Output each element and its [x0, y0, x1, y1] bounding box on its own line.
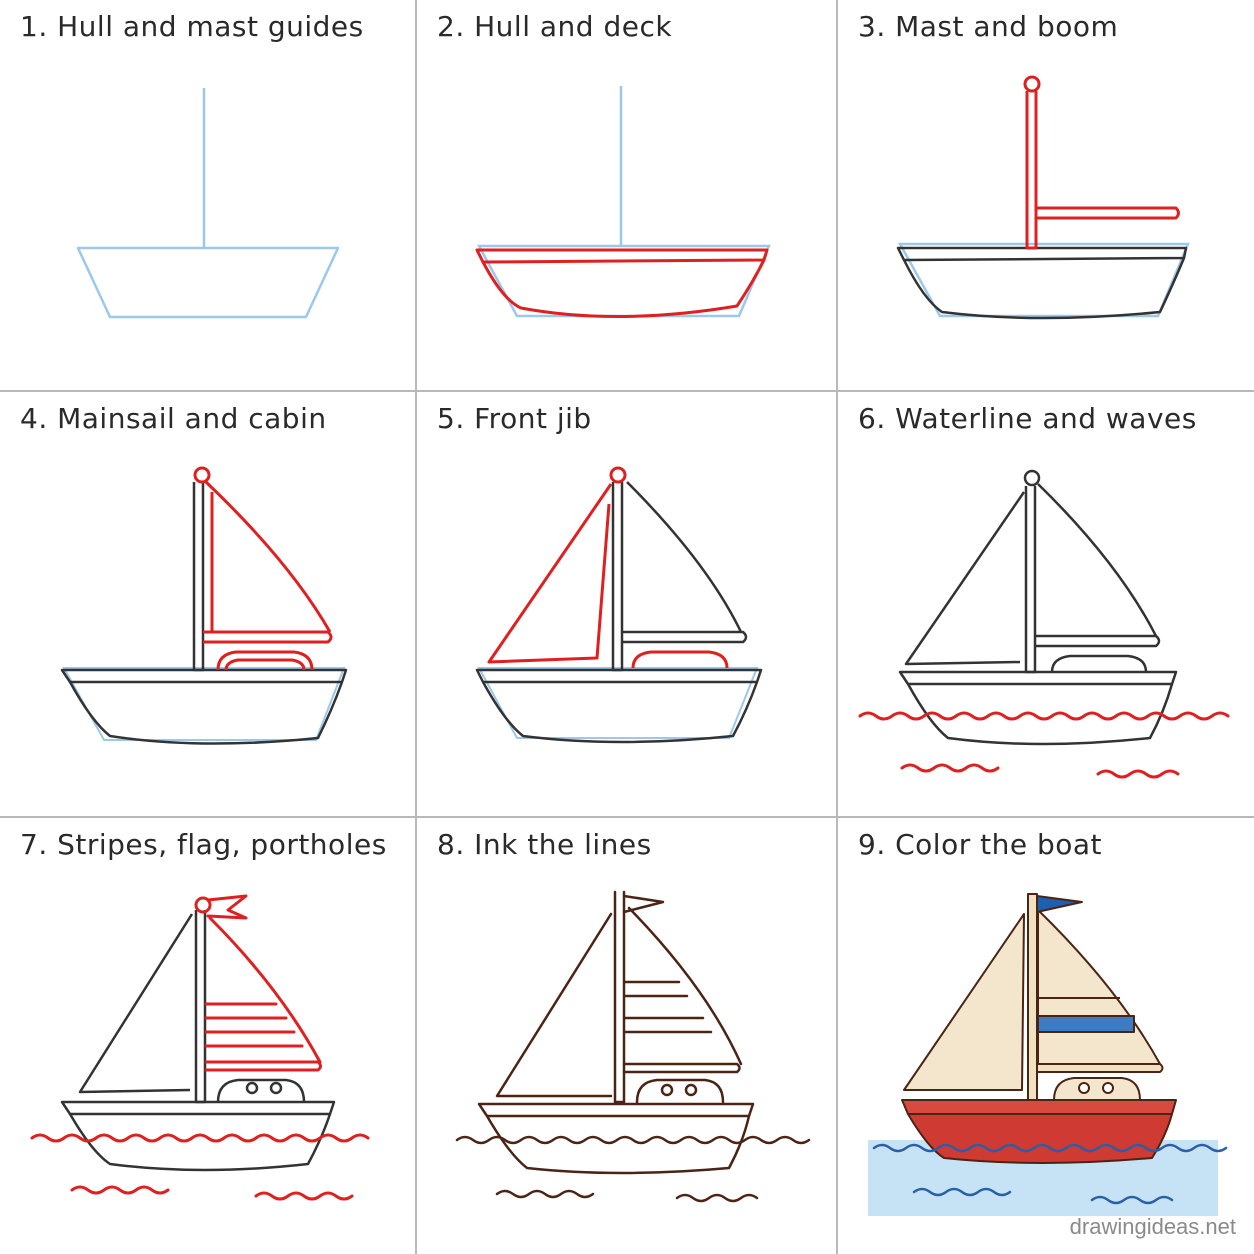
step-9-drawing: [868, 893, 1228, 1216]
porthole: [1078, 1082, 1090, 1094]
step-title: 4. Mainsail and cabin: [20, 402, 327, 435]
step-panel-6: 6. Waterline and waves: [838, 392, 1254, 816]
step-title: 5. Front jib: [437, 402, 592, 435]
step-panel-9: 9. Color the boat: [838, 818, 1254, 1254]
mast-top-knob: [194, 896, 212, 914]
mainsail-edge: [208, 916, 322, 1064]
step-panel-5: 5. Front jib: [417, 392, 836, 816]
cabin-outline: [631, 650, 729, 669]
waterline-wave: [30, 1133, 370, 1143]
cabin-outline: [216, 650, 314, 671]
step-title: 8. Ink the lines: [437, 828, 652, 861]
wave-right: [675, 1193, 759, 1203]
cabin-outline: [635, 1078, 725, 1104]
step-panel-2: 2. Hull and deck: [417, 0, 836, 390]
sail-stripe-blue: [1037, 1015, 1135, 1033]
mast-outline: [613, 890, 626, 1104]
step-5-drawing: [475, 466, 763, 744]
wave-left: [70, 1185, 170, 1195]
step-title: 3. Mast and boom: [858, 10, 1119, 43]
wave-left: [495, 1189, 595, 1199]
hull-outline: [481, 258, 766, 319]
cabin-outline: [216, 1078, 306, 1103]
hull: [907, 1113, 1173, 1164]
grid-divider-vertical-1: [415, 0, 417, 1254]
wave-left: [912, 1187, 1012, 1197]
step-title: 6. Waterline and waves: [858, 402, 1197, 435]
step-6-drawing: [858, 469, 1230, 779]
mast-top-knob: [609, 466, 627, 484]
boom: [1036, 1063, 1164, 1073]
step-panel-3: 3. Mast and boom: [838, 0, 1254, 390]
mast-outline: [1025, 91, 1038, 250]
step-4-drawing: [60, 466, 348, 745]
porthole: [1102, 1082, 1114, 1094]
site-watermark: drawingideas.net: [1069, 1214, 1236, 1239]
jib-sail-outline: [495, 912, 613, 1098]
step-1-drawing: [76, 88, 340, 319]
cabin: [1053, 1077, 1141, 1101]
boom-outline: [204, 1060, 322, 1072]
step-8-drawing: [455, 890, 811, 1203]
wave-right: [254, 1191, 354, 1201]
deck: [901, 1099, 1177, 1115]
step-panel-7: 7. Stripes, flag, portholes: [0, 818, 415, 1254]
grid-divider-vertical-2: [836, 0, 838, 1254]
boom-outline: [203, 630, 333, 644]
step-title: 9. Color the boat: [858, 828, 1103, 861]
grid-divider-horizontal-2: [0, 816, 1254, 818]
porthole: [684, 1083, 698, 1097]
wave-left: [900, 763, 1000, 773]
jib-sail: [903, 913, 1025, 1091]
step-panel-4: 4. Mainsail and cabin: [0, 392, 415, 816]
mainsail-edge: [627, 906, 743, 1066]
step-title: 1. Hull and mast guides: [20, 10, 364, 43]
step-7-drawing: [30, 894, 370, 1201]
mainsail-edge: [204, 480, 332, 633]
waterline-wave: [858, 711, 1230, 721]
deck-outline: [477, 1102, 755, 1118]
waterline-wave: [455, 1135, 811, 1145]
porthole: [245, 1081, 259, 1095]
deck-outline: [475, 248, 769, 264]
jib-sail-outline: [487, 483, 613, 664]
flag-outline: [206, 894, 248, 920]
hull-guide-shape: [76, 246, 340, 319]
mast-top-knob: [193, 466, 211, 484]
porthole: [269, 1081, 283, 1095]
flag: [1036, 895, 1083, 913]
boom-outline: [1036, 206, 1180, 220]
mainsail: [1037, 909, 1161, 1065]
step-title: 7. Stripes, flag, portholes: [20, 828, 387, 861]
wave-right: [1090, 1195, 1174, 1205]
porthole: [660, 1083, 674, 1097]
waterline-wave: [872, 1143, 1228, 1153]
mast-top-knob: [1023, 75, 1041, 93]
step-3-drawing: [896, 75, 1190, 320]
hull-outline: [485, 1114, 751, 1175]
flag-outline: [622, 894, 665, 914]
grid-divider-horizontal-1: [0, 390, 1254, 392]
step-title: 2. Hull and deck: [437, 10, 673, 43]
step-panel-8: 8. Ink the lines: [417, 818, 836, 1254]
step-panel-1: 1. Hull and mast guides: [0, 0, 415, 390]
step-2-drawing: [475, 86, 771, 319]
boom-outline: [622, 1062, 741, 1074]
mast: [1027, 893, 1038, 1101]
wave-right: [1096, 769, 1180, 779]
